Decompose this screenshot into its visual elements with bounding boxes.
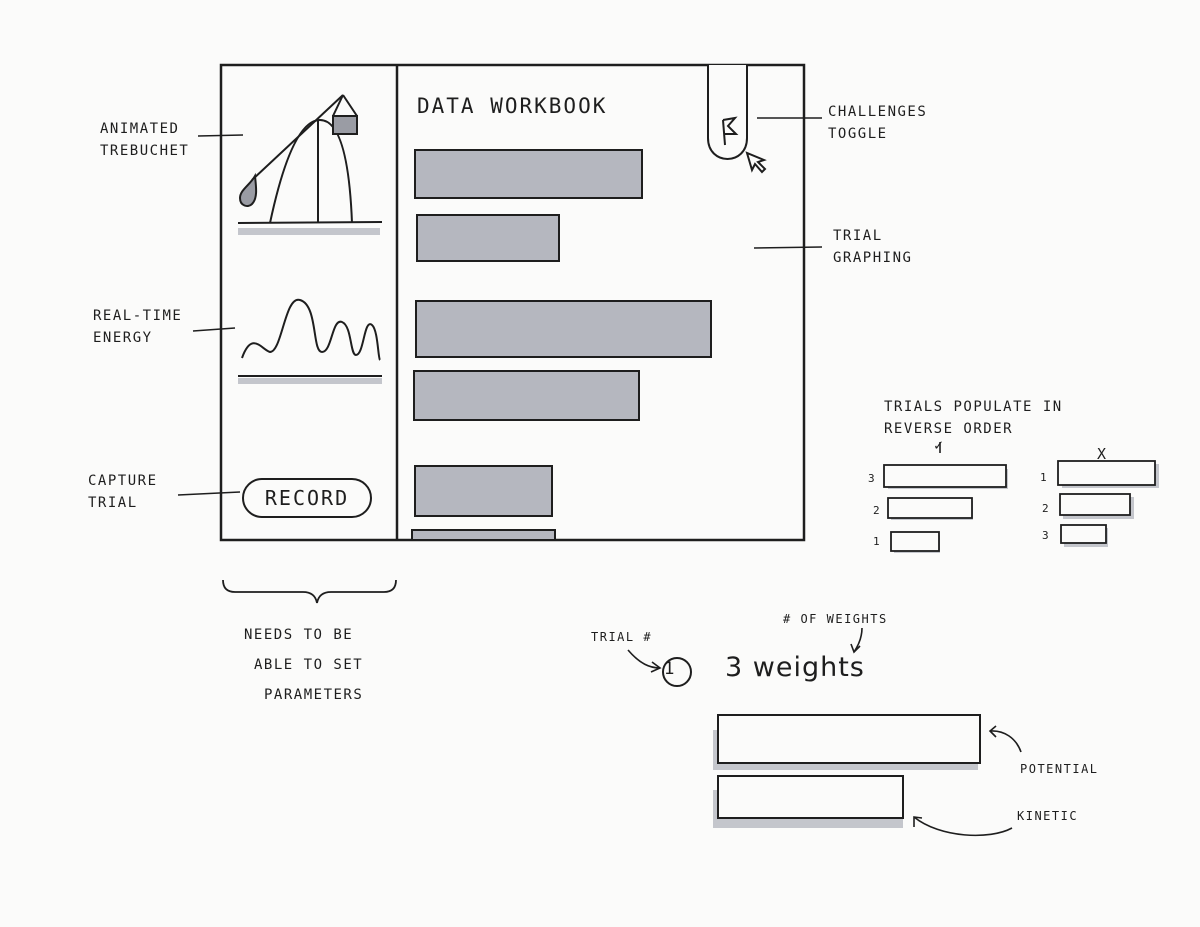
flag-icon [722,116,739,146]
trial-bars [411,149,712,541]
order-label: 2 [873,504,880,517]
check-mark-icon: ✓ [934,436,944,454]
order-label: 1 [873,535,880,548]
trebuchet-icon [237,94,383,235]
label-capture-trial: CAPTURE TRIAL [88,473,158,511]
label-real-time-energy: REAL-TIME ENERGY [93,308,183,346]
annotation-arrows [627,627,1022,837]
challenges-toggle[interactable] [707,65,767,174]
x-mark-icon: X [1097,445,1107,463]
label-needs-parameters: NEEDS TO BE ABLE TO SET PARAMETERS [244,627,364,703]
order-label: 3 [1042,529,1049,542]
label-animated-trebuchet: ANIMATED TREBUCHET [100,121,190,159]
potential-bar [717,714,981,764]
trial-bar [413,370,640,421]
label-trials-populate: TRIALS POPULATE IN REVERSE ORDER [884,399,1063,437]
order-label: 2 [1042,502,1049,515]
trial-bar [414,465,553,517]
label-trial-graphing: TRIAL GRAPHING [833,228,913,266]
trial-bar [414,149,643,199]
app-title: DATA WORKBOOK [417,94,608,118]
record-button[interactable]: RECORD [242,478,372,518]
label-trial-hash: TRIAL # [591,630,653,644]
weights-count: 3 weights [725,652,865,683]
cursor-icon [745,151,767,174]
order-label: 3 [868,472,875,485]
label-kinetic: KINETIC [1017,809,1079,823]
label-num-weights: # OF WEIGHTS [783,612,888,626]
wrong-order-example [1057,460,1159,547]
trial-number: 1 [664,659,675,679]
trial-bar [416,214,560,262]
trial-bar [411,529,556,541]
energy-detail-bars [713,714,981,828]
trial-bar [415,300,712,358]
kinetic-bar [717,775,904,819]
correct-order-example [883,464,1008,553]
label-challenges-toggle: CHALLENGES TOGGLE [828,104,928,142]
trial-number-circle [662,657,692,687]
parameters-brace [222,579,397,604]
leader-lines [177,117,941,496]
energy-wave-chart [238,298,382,384]
order-label: 1 [1040,471,1047,484]
label-potential: POTENTIAL [1020,762,1099,776]
